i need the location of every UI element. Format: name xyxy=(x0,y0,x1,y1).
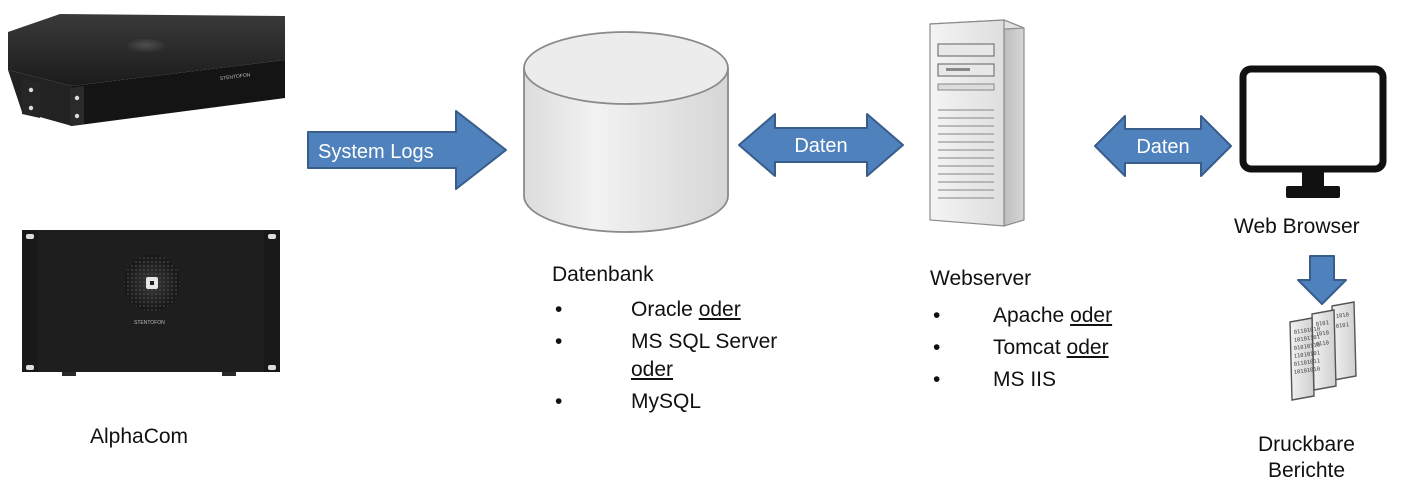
webserver-item-msiis: MS IIS xyxy=(931,366,1112,394)
webserver-title: Webserver xyxy=(930,267,1032,290)
svg-text:1010: 1010 xyxy=(1335,312,1349,320)
daten-label-2: Daten xyxy=(1136,136,1189,158)
system-logs-label: System Logs xyxy=(318,141,434,163)
database-item-mssql: MS SQL Server oder xyxy=(553,328,777,384)
database-item-oracle: Oracle oder xyxy=(553,296,777,324)
svg-text:11010101: 11010101 xyxy=(1293,350,1320,360)
database-item-mysql: MySQL xyxy=(553,388,777,416)
svg-text:0101: 0101 xyxy=(1315,320,1329,328)
reports-label-line2: Berichte xyxy=(1268,459,1346,482)
alphacom-label: AlphaCom xyxy=(90,425,189,448)
svg-text:10101101: 10101101 xyxy=(1293,334,1320,344)
webserver-item-apache: Apache oder xyxy=(931,302,1112,330)
reports-label-line1: Druckbare xyxy=(1258,433,1355,456)
svg-text:01010110: 01010110 xyxy=(1293,342,1320,352)
monitor-icon xyxy=(1239,65,1387,198)
daten-label-1: Daten xyxy=(794,135,847,157)
system-logs-arrow: System Logs xyxy=(307,110,507,190)
rack-large-brand-text: STENTOFON xyxy=(134,320,165,326)
daten-arrow-2: Daten xyxy=(1094,115,1232,177)
svg-text:1010: 1010 xyxy=(1315,330,1329,338)
web-browser-label: Web Browser xyxy=(1234,215,1360,238)
svg-text:10101010: 10101010 xyxy=(1293,366,1320,376)
down-arrow xyxy=(1297,255,1347,305)
daten-arrow-1: Daten xyxy=(738,113,904,177)
database-cylinder-icon xyxy=(523,31,729,233)
alphacom-1u-device: STENTOFON xyxy=(8,14,285,126)
printable-reports-icon: 01101010 10101101 01010110 11010101 0110… xyxy=(1289,301,1357,401)
rack-small-brand-text: STENTOFON xyxy=(220,72,252,82)
svg-text:01101010: 01101010 xyxy=(1293,326,1320,336)
database-title: Datenbank xyxy=(552,263,654,286)
webserver-item-tomcat: Tomcat oder xyxy=(931,334,1112,362)
webserver-list: Apache oder Tomcat oder MS IIS xyxy=(931,302,1112,398)
svg-text:0110: 0110 xyxy=(1315,340,1329,348)
database-list: Oracle oder MS SQL Server oder MySQL xyxy=(553,296,777,420)
alphacom-4u-device: STENTOFON xyxy=(22,230,280,376)
svg-text:0101: 0101 xyxy=(1335,322,1349,330)
svg-text:01101011: 01101011 xyxy=(1293,358,1320,368)
webserver-tower-icon xyxy=(929,19,1025,227)
